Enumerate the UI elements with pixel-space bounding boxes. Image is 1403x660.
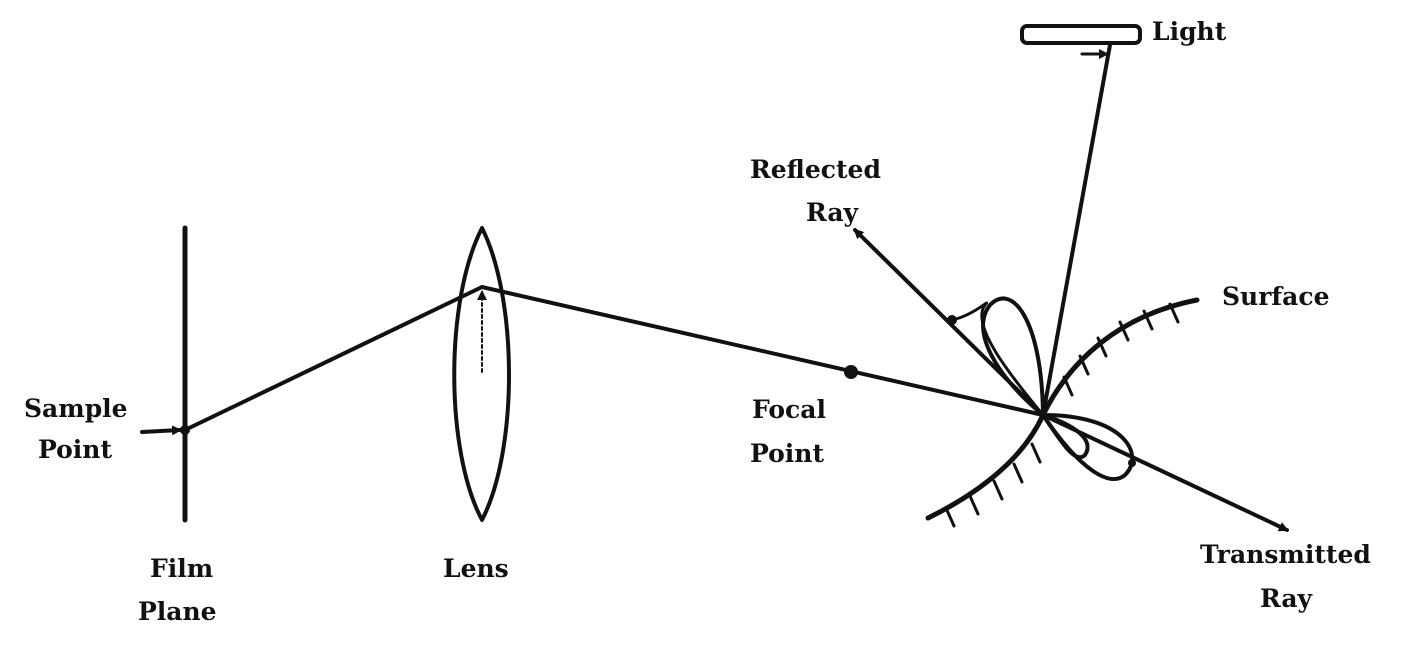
reflection-lobe <box>981 296 1045 417</box>
ray-light-to-surface <box>1041 43 1112 417</box>
specular-lobe <box>950 301 1045 417</box>
label-transmitted: Transmitted <box>1200 540 1371 569</box>
label-reflected-ray: Ray <box>806 198 860 227</box>
label-sample-point: Point <box>38 435 112 464</box>
label-reflected: Reflected <box>750 155 881 184</box>
label-light: Light <box>1152 17 1227 46</box>
surface-hatching <box>944 302 1180 528</box>
ray-lens-to-surface <box>480 285 1045 417</box>
surface-curve <box>925 297 1200 521</box>
light-source <box>1020 24 1142 45</box>
label-lens: Lens <box>443 554 509 583</box>
ray-sample-to-lens <box>183 285 484 432</box>
label-sample: Sample <box>24 394 128 423</box>
label-film-plane: Plane <box>138 597 217 626</box>
sample-point-arrow <box>140 425 182 436</box>
transmission-point <box>1128 459 1136 467</box>
lens-shape <box>452 226 511 522</box>
label-focal: Focal <box>752 395 826 424</box>
label-focal-point: Point <box>750 439 824 468</box>
transmitted-ray <box>1041 413 1289 532</box>
label-film: Film <box>150 554 213 583</box>
label-transmitted-ray: Ray <box>1260 584 1314 613</box>
focal-point-dot <box>844 365 858 379</box>
transmission-lobe-small <box>1041 413 1090 460</box>
label-surface: Surface <box>1222 282 1329 311</box>
